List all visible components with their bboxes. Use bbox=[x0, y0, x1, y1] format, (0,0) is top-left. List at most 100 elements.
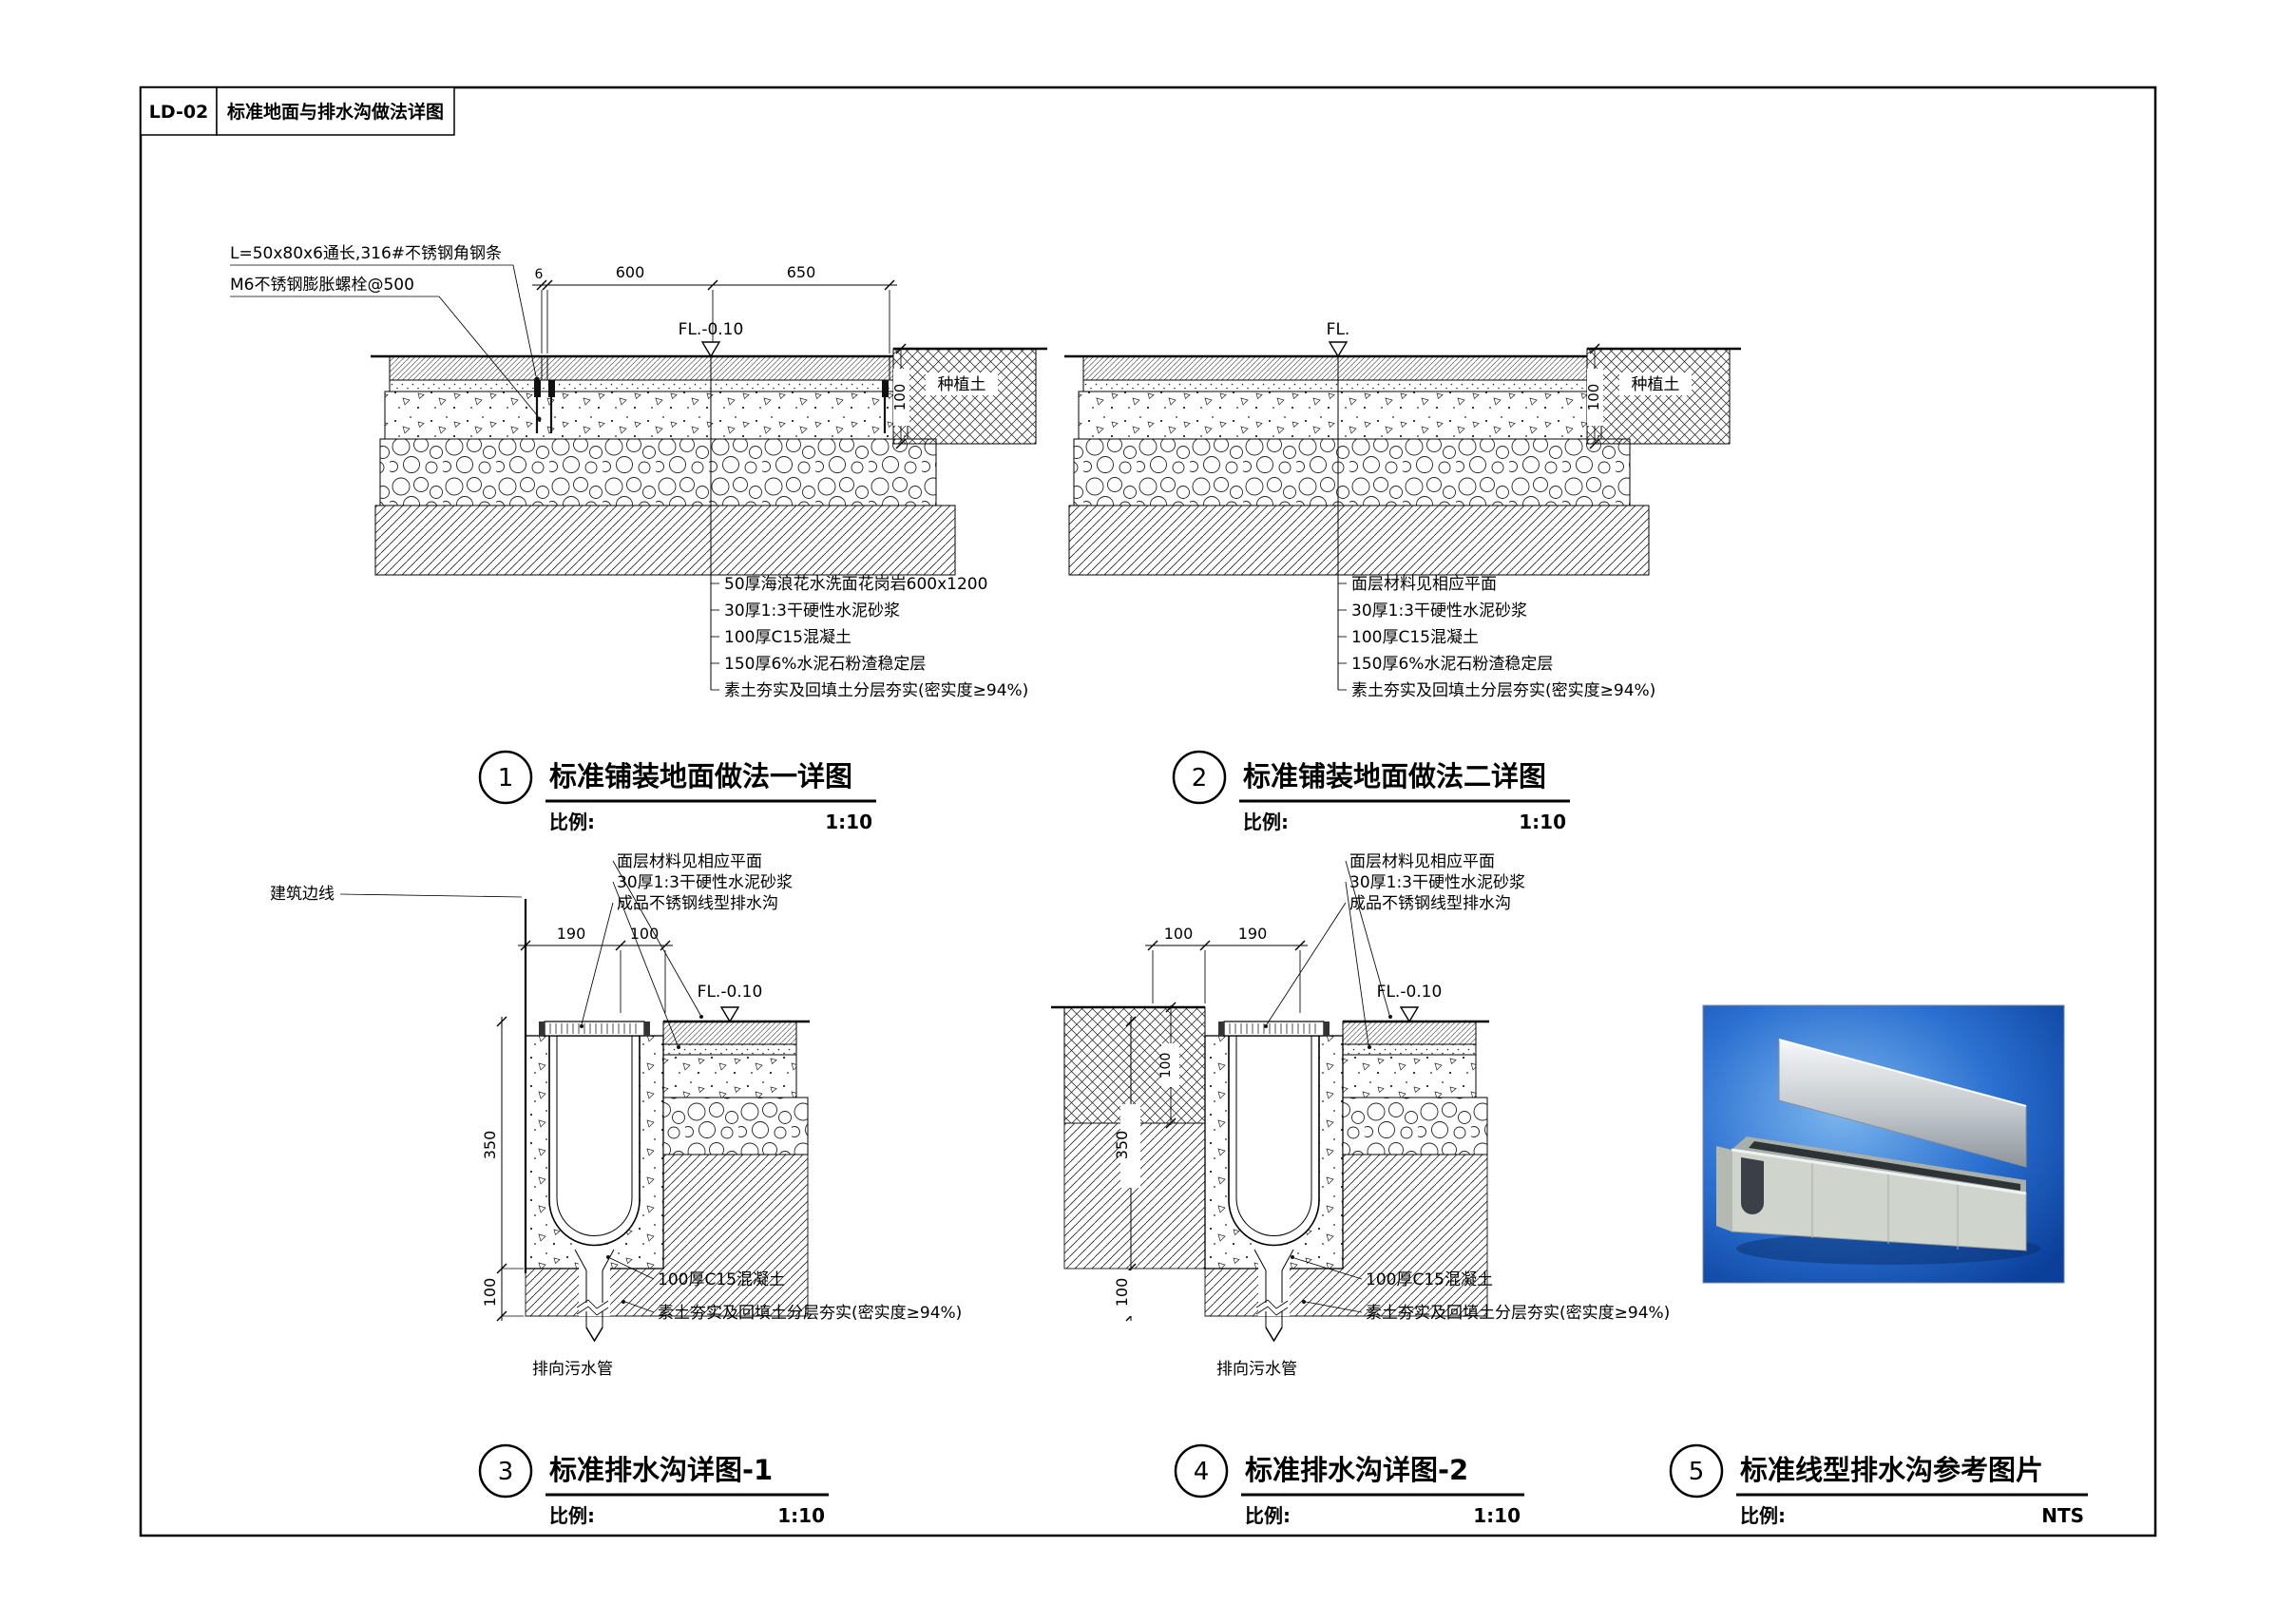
dim-label: 100 bbox=[1113, 1278, 1131, 1308]
note: 100厚C15混凝土 bbox=[1366, 1270, 1493, 1289]
callout-base: 100厚C15混凝土 素土夯实及回填土分层夯实(密实度≥94%) bbox=[1291, 1255, 1670, 1323]
dim-label: 100 bbox=[891, 384, 909, 411]
layer-list: 50厚海浪花水洗面花岗岩600x1200 30厚1:3干硬性水泥砂浆 100厚C… bbox=[710, 356, 1028, 700]
soil-label: 种植土 bbox=[1632, 375, 1680, 394]
pipe-label: 排向污水管 bbox=[532, 1360, 613, 1379]
layer-item: 50厚海浪花水洗面花岗岩600x1200 bbox=[724, 575, 987, 594]
detail-title: 标准排水沟详图-2 bbox=[1245, 1454, 1468, 1486]
scale-label: 比例: bbox=[1243, 811, 1289, 833]
dim-label: 100 bbox=[1585, 384, 1602, 411]
dim-label: 350 bbox=[1113, 1131, 1131, 1160]
scale-value: 1:10 bbox=[825, 811, 872, 833]
layer-item: 素土夯实及回填土分层夯实(密实度≥94%) bbox=[1351, 681, 1655, 700]
detail-number: 2 bbox=[1192, 764, 1208, 792]
level-marker: FL. bbox=[1327, 320, 1350, 357]
channel-u-cavity bbox=[1741, 1157, 1764, 1214]
scale-value: 1:10 bbox=[1519, 811, 1566, 833]
scale-label: 比例: bbox=[549, 1504, 595, 1527]
channel-opening bbox=[1749, 1141, 2020, 1191]
layer-item: 100厚C15混凝土 bbox=[724, 628, 851, 647]
annotation: 成品不锈钢线型排水沟 bbox=[617, 894, 778, 913]
note: 素土夯实及回填土分层夯实(密实度≥94%) bbox=[658, 1304, 962, 1323]
layer-list: 面层材料见相应平面 30厚1:3干硬性水泥砂浆 100厚C15混凝土 150厚6… bbox=[1337, 356, 1655, 700]
detail-title: 标准铺装地面做法二详图 bbox=[1243, 760, 1546, 792]
scale-label: 比例: bbox=[1740, 1504, 1786, 1527]
dimension-line-left: 350 100 bbox=[481, 1016, 524, 1322]
detail-number: 5 bbox=[1689, 1458, 1705, 1486]
planting-soil-area bbox=[1063, 1006, 1206, 1124]
layer-item: 100厚C15混凝土 bbox=[1351, 628, 1479, 647]
detail-number: 4 bbox=[1194, 1458, 1210, 1486]
dimension-line-top: 190 100 bbox=[518, 925, 673, 1013]
planting-soil-label: 种植土 bbox=[1619, 372, 1692, 395]
dim-label: 100 bbox=[1164, 925, 1194, 943]
dim-label: 650 bbox=[787, 263, 816, 281]
level-triangle-icon bbox=[701, 341, 720, 357]
detail-title: 标准排水沟详图-1 bbox=[549, 1454, 773, 1486]
annotation-bolt: M6不锈钢膨胀螺栓@500 bbox=[230, 276, 414, 295]
dimension-line-top: 6 600 650 bbox=[532, 263, 897, 353]
level-label: FL.-0.10 bbox=[679, 320, 744, 339]
layer-item: 30厚1:3干硬性水泥砂浆 bbox=[724, 601, 900, 621]
sheet-border bbox=[139, 86, 2157, 1537]
level-label: FL.-0.10 bbox=[698, 983, 763, 1002]
detail-3-title: 3 标准排水沟详图-1 比例: 1:10 bbox=[478, 1443, 829, 1527]
annotation: 30厚1:3干硬性水泥砂浆 bbox=[617, 873, 793, 892]
dim-label: 190 bbox=[1238, 925, 1268, 943]
dim-label: 350 bbox=[481, 1131, 499, 1160]
soil-label: 种植土 bbox=[938, 375, 986, 394]
level-marker: FL.-0.10 bbox=[679, 320, 744, 357]
dim-label: 100 bbox=[481, 1278, 499, 1308]
detail-2-title: 2 标准铺装地面做法二详图 比例: 1:10 bbox=[1172, 750, 1570, 833]
annotation: 面层材料见相应平面 bbox=[617, 852, 762, 871]
scale-label: 比例: bbox=[1245, 1504, 1291, 1527]
dim-label: 190 bbox=[557, 925, 586, 943]
sheet-code: LD-02 bbox=[149, 102, 209, 123]
channel-section-drawing bbox=[1205, 1007, 1489, 1341]
depth-dimension: 100 bbox=[1585, 369, 1603, 426]
level-label: FL. bbox=[1327, 320, 1350, 339]
dimension-line-top: 100 190 bbox=[1145, 925, 1308, 1013]
layer-item: 30厚1:3干硬性水泥砂浆 bbox=[1351, 601, 1527, 621]
annotation-angle-steel: L=50x80x6通长,316#不锈钢角钢条 bbox=[230, 244, 502, 263]
detail-title: 标准线型排水沟参考图片 bbox=[1740, 1454, 2043, 1486]
note: 100厚C15混凝土 bbox=[658, 1270, 785, 1289]
callout-layers: 面层材料见相应平面 30厚1:3干硬性水泥砂浆 成品不锈钢线型排水沟 bbox=[1264, 852, 1525, 1049]
building-edge: 建筑边线 bbox=[270, 885, 527, 1273]
layer-item: 面层材料见相应平面 bbox=[1351, 575, 1497, 594]
detail-5: 5 标准线型排水沟参考图片 比例: NTS bbox=[1669, 1004, 2088, 1527]
detail-number: 1 bbox=[498, 764, 514, 792]
detail-title: 标准铺装地面做法一详图 bbox=[549, 760, 852, 792]
scale-label: 比例: bbox=[549, 811, 595, 833]
detail-1: 6 600 650 FL.-0.10 L=50x80x6通长,316#不锈钢角钢… bbox=[230, 244, 1047, 833]
detail-2: FL. 种植土 100 面层材料见相应平面 30厚1:3干硬性水泥砂浆 100厚… bbox=[1064, 320, 1741, 833]
callout-layers: 面层材料见相应平面 30厚1:3干硬性水泥砂浆 成品不锈钢线型排水沟 bbox=[580, 852, 793, 1049]
depth-dimension: 100 bbox=[891, 369, 909, 426]
dim-label: 100 bbox=[1158, 1053, 1174, 1079]
detail-4-title: 4 标准排水沟详图-2 比例: 1:10 bbox=[1174, 1443, 1524, 1527]
scale-value: 1:10 bbox=[777, 1504, 825, 1527]
sheet-title: 标准地面与排水沟做法详图 bbox=[227, 101, 444, 123]
note: 素土夯实及回填土分层夯实(密实度≥94%) bbox=[1366, 1304, 1670, 1323]
scale-value: 1:10 bbox=[1473, 1504, 1521, 1527]
dim-label: 6 bbox=[535, 267, 544, 282]
callout-angle-steel: L=50x80x6通长,316#不锈钢角钢条 M6不锈钢膨胀螺栓@500 bbox=[230, 244, 542, 422]
dim-label: 600 bbox=[616, 263, 645, 281]
soil-depth-dimension: 100 bbox=[1158, 1002, 1179, 1129]
level-label: FL.-0.10 bbox=[1377, 983, 1443, 1002]
level-triangle-icon bbox=[1329, 341, 1348, 357]
building-edge-label: 建筑边线 bbox=[270, 885, 335, 904]
detail-3: 建筑边线 190 100 FL.-0.10 350 100 面层材料见相应平面 … bbox=[270, 852, 962, 1527]
annotation: 面层材料见相应平面 bbox=[1349, 852, 1495, 871]
channel-section-drawing bbox=[526, 1007, 810, 1341]
sheet-header: LD-02 标准地面与排水沟做法详图 bbox=[140, 86, 455, 136]
detail-4: 100 190 FL.-0.10 350 100 100 面层材料见相应平面 3… bbox=[1051, 852, 1670, 1527]
detail-1-title: 1 标准铺装地面做法一详图 比例: 1:10 bbox=[478, 750, 876, 833]
layer-item: 150厚6%水泥石粉渣稳定层 bbox=[724, 655, 926, 674]
planting-soil-label: 种植土 bbox=[926, 372, 998, 395]
drain-reference-photo bbox=[1702, 1004, 2065, 1284]
detail-number: 3 bbox=[498, 1458, 514, 1486]
callout-base: 100厚C15混凝土 素土夯实及回填土分层夯实(密实度≥94%) bbox=[606, 1255, 962, 1323]
annotation: 成品不锈钢线型排水沟 bbox=[1349, 894, 1511, 913]
